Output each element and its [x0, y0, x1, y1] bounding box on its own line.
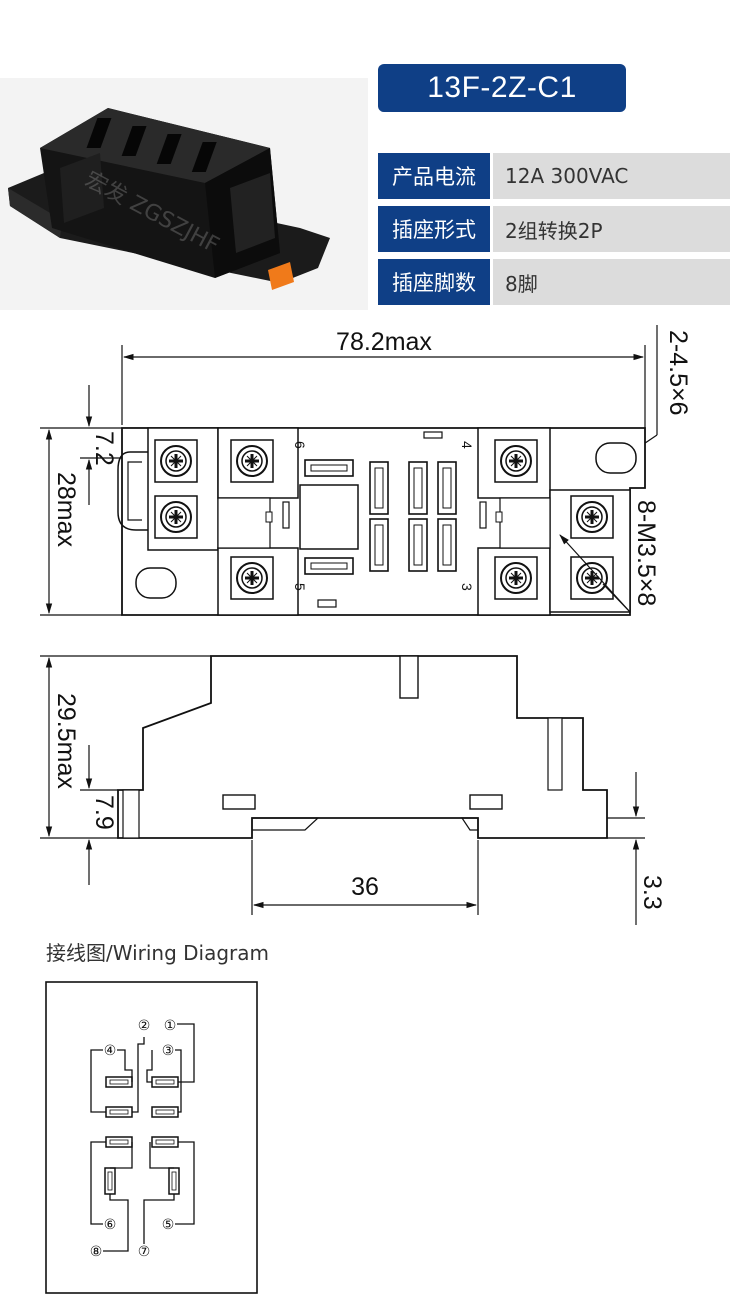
terminal-1: ① [164, 1017, 177, 1033]
spec-value: 2组转换2P [493, 206, 730, 252]
terminal-7: ⑦ [138, 1243, 151, 1259]
terminal-3: ③ [162, 1042, 175, 1058]
wiring-diagram: ① ② ③ ④ ⑤ ⑥ ⑦ ⑧ [45, 981, 258, 1294]
spec-label: 插座形式 [378, 206, 490, 252]
terminal-label-5: 5 [292, 583, 308, 591]
spec-row-current: 产品电流 12A 300VAC [378, 153, 730, 199]
model-title: 13F-2Z-C1 [378, 64, 626, 112]
spec-value: 8脚 [493, 259, 730, 305]
spec-table: 产品电流 12A 300VAC 插座形式 2组转换2P 插座脚数 8脚 [378, 153, 730, 312]
release-tab [268, 262, 294, 290]
terminal-2: ② [138, 1017, 151, 1033]
product-photo: 宏发 ZGSZJHF [0, 78, 368, 310]
terminal-5: ⑤ [162, 1216, 175, 1232]
spec-value: 12A 300VAC [493, 153, 730, 199]
spec-row-pin-count: 插座脚数 8脚 [378, 259, 730, 305]
dim-hole-callout: 2-4.5×6 [664, 330, 692, 416]
dim-overall-width: 78.2max [336, 328, 432, 356]
terminal-label-3: 3 [459, 583, 475, 591]
terminal-6: ⑥ [104, 1216, 117, 1232]
dim-top-offset: 7.2 [90, 431, 118, 466]
spec-row-socket-type: 插座形式 2组转换2P [378, 206, 730, 252]
dim-foot-height: 7.9 [90, 795, 118, 830]
dim-rail-width: 36 [351, 873, 379, 901]
terminal-8: ⑧ [90, 1243, 103, 1259]
terminal-label-6: 6 [292, 441, 308, 449]
side-view: 29.5max 7.9 36 3.3 [40, 655, 666, 925]
terminal-4: ④ [104, 1042, 117, 1058]
dim-rail-thickness: 3.3 [638, 875, 666, 910]
wiring-caption: 接线图/Wiring Diagram [46, 941, 270, 965]
dim-screw-callout: 8-M3.5×8 [632, 500, 660, 606]
spec-label: 产品电流 [378, 153, 490, 199]
terminal-label-4: 4 [459, 441, 475, 449]
dim-overall-height: 28max [52, 472, 80, 548]
top-view: 78.2max 2-4.5×6 28max 7.2 [40, 325, 692, 616]
dim-side-height: 29.5max [52, 693, 80, 789]
spec-label: 插座脚数 [378, 259, 490, 305]
